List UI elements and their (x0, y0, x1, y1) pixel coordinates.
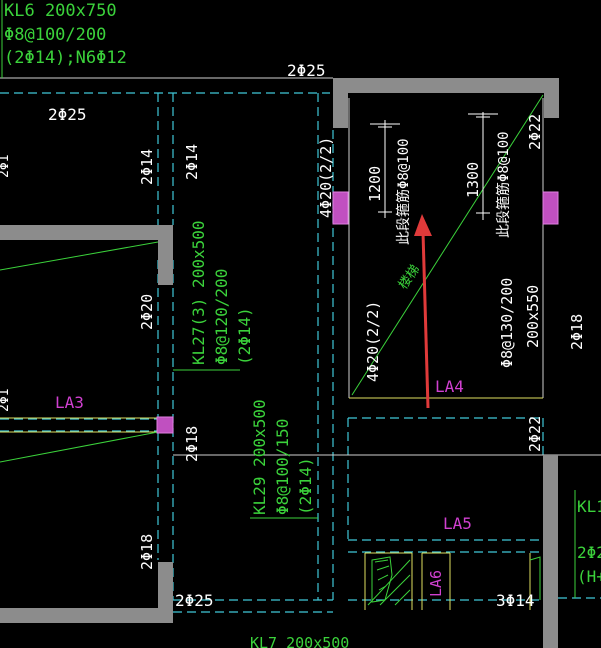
label-2phi18-mid: 2Φ18 (183, 426, 201, 462)
stair-size: 200x550 (524, 285, 542, 348)
stair-stirrup: Φ8@130/200 (498, 278, 516, 368)
label-bottom-3phi14: 3Φ14 (496, 591, 535, 610)
area-la6: LA6 (427, 570, 445, 597)
area-la5: LA5 (443, 514, 472, 533)
kl29-line3: (2Φ14) (296, 457, 315, 515)
dim-1200: 1200 (366, 166, 384, 202)
label-2phi18-right: 2Φ18 (568, 314, 586, 350)
right-note-2: 2Φ2 (577, 543, 601, 562)
label-left-edge-a: 2Φ1 (0, 155, 12, 178)
label-2phi14-b: 2Φ14 (183, 144, 201, 180)
stair-rebar-upper: 4Φ20(2/2) (317, 137, 335, 218)
stirrup-note-right: 此段箍筋Φ8@100 (495, 131, 512, 238)
label-2phi20: 2Φ20 (138, 294, 156, 330)
right-note-1: KL1 (577, 497, 601, 516)
area-la4: LA4 (435, 377, 464, 396)
dimension-lines (370, 112, 498, 220)
walls (0, 78, 559, 648)
label-2phi22-top: 2Φ22 (526, 114, 544, 150)
label-2phi22-bottom: 2Φ22 (526, 416, 544, 452)
kl27-line1: KL27(3) 200x500 (189, 221, 208, 366)
kl7-label: KL7 200x500 (250, 634, 349, 648)
kl27-line2: Φ8@120/200 (212, 269, 231, 365)
area-la3: LA3 (55, 393, 84, 412)
kl29-line1: KL29 200x500 (250, 399, 269, 515)
top-note-line2: Φ8@100/200 (4, 25, 106, 45)
label-2phi18-left: 2Φ18 (138, 534, 156, 570)
top-note-line3: (2Φ14);N6Φ12 (4, 48, 127, 68)
stirrup-note-left: 此段箍筋Φ8@100 (395, 138, 412, 245)
label-left-edge-b: 2Φ1 (0, 389, 12, 412)
kl29-line2: Φ8@100/150 (273, 419, 292, 515)
dim-1300: 1300 (464, 162, 482, 198)
stair-word: 楼梯 (396, 262, 423, 292)
label-bottom-2phi25: 2Φ25 (175, 591, 214, 610)
label-2phi14-a: 2Φ14 (138, 149, 156, 185)
column-markers (156, 191, 559, 434)
label-left-2phi25: 2Φ25 (48, 105, 87, 124)
annotation-arrow (414, 214, 432, 409)
kl27-line3: (2Φ14) (235, 307, 254, 365)
stair-lines (0, 94, 576, 606)
yellow-lines (0, 397, 543, 610)
top-note-line1: KL6 200x750 (4, 1, 117, 21)
label-top-2phi25: 2Φ25 (287, 61, 326, 80)
right-note-3: (H+ (577, 567, 601, 586)
stair-rebar-lower: 4Φ20(2/2) (364, 301, 382, 382)
